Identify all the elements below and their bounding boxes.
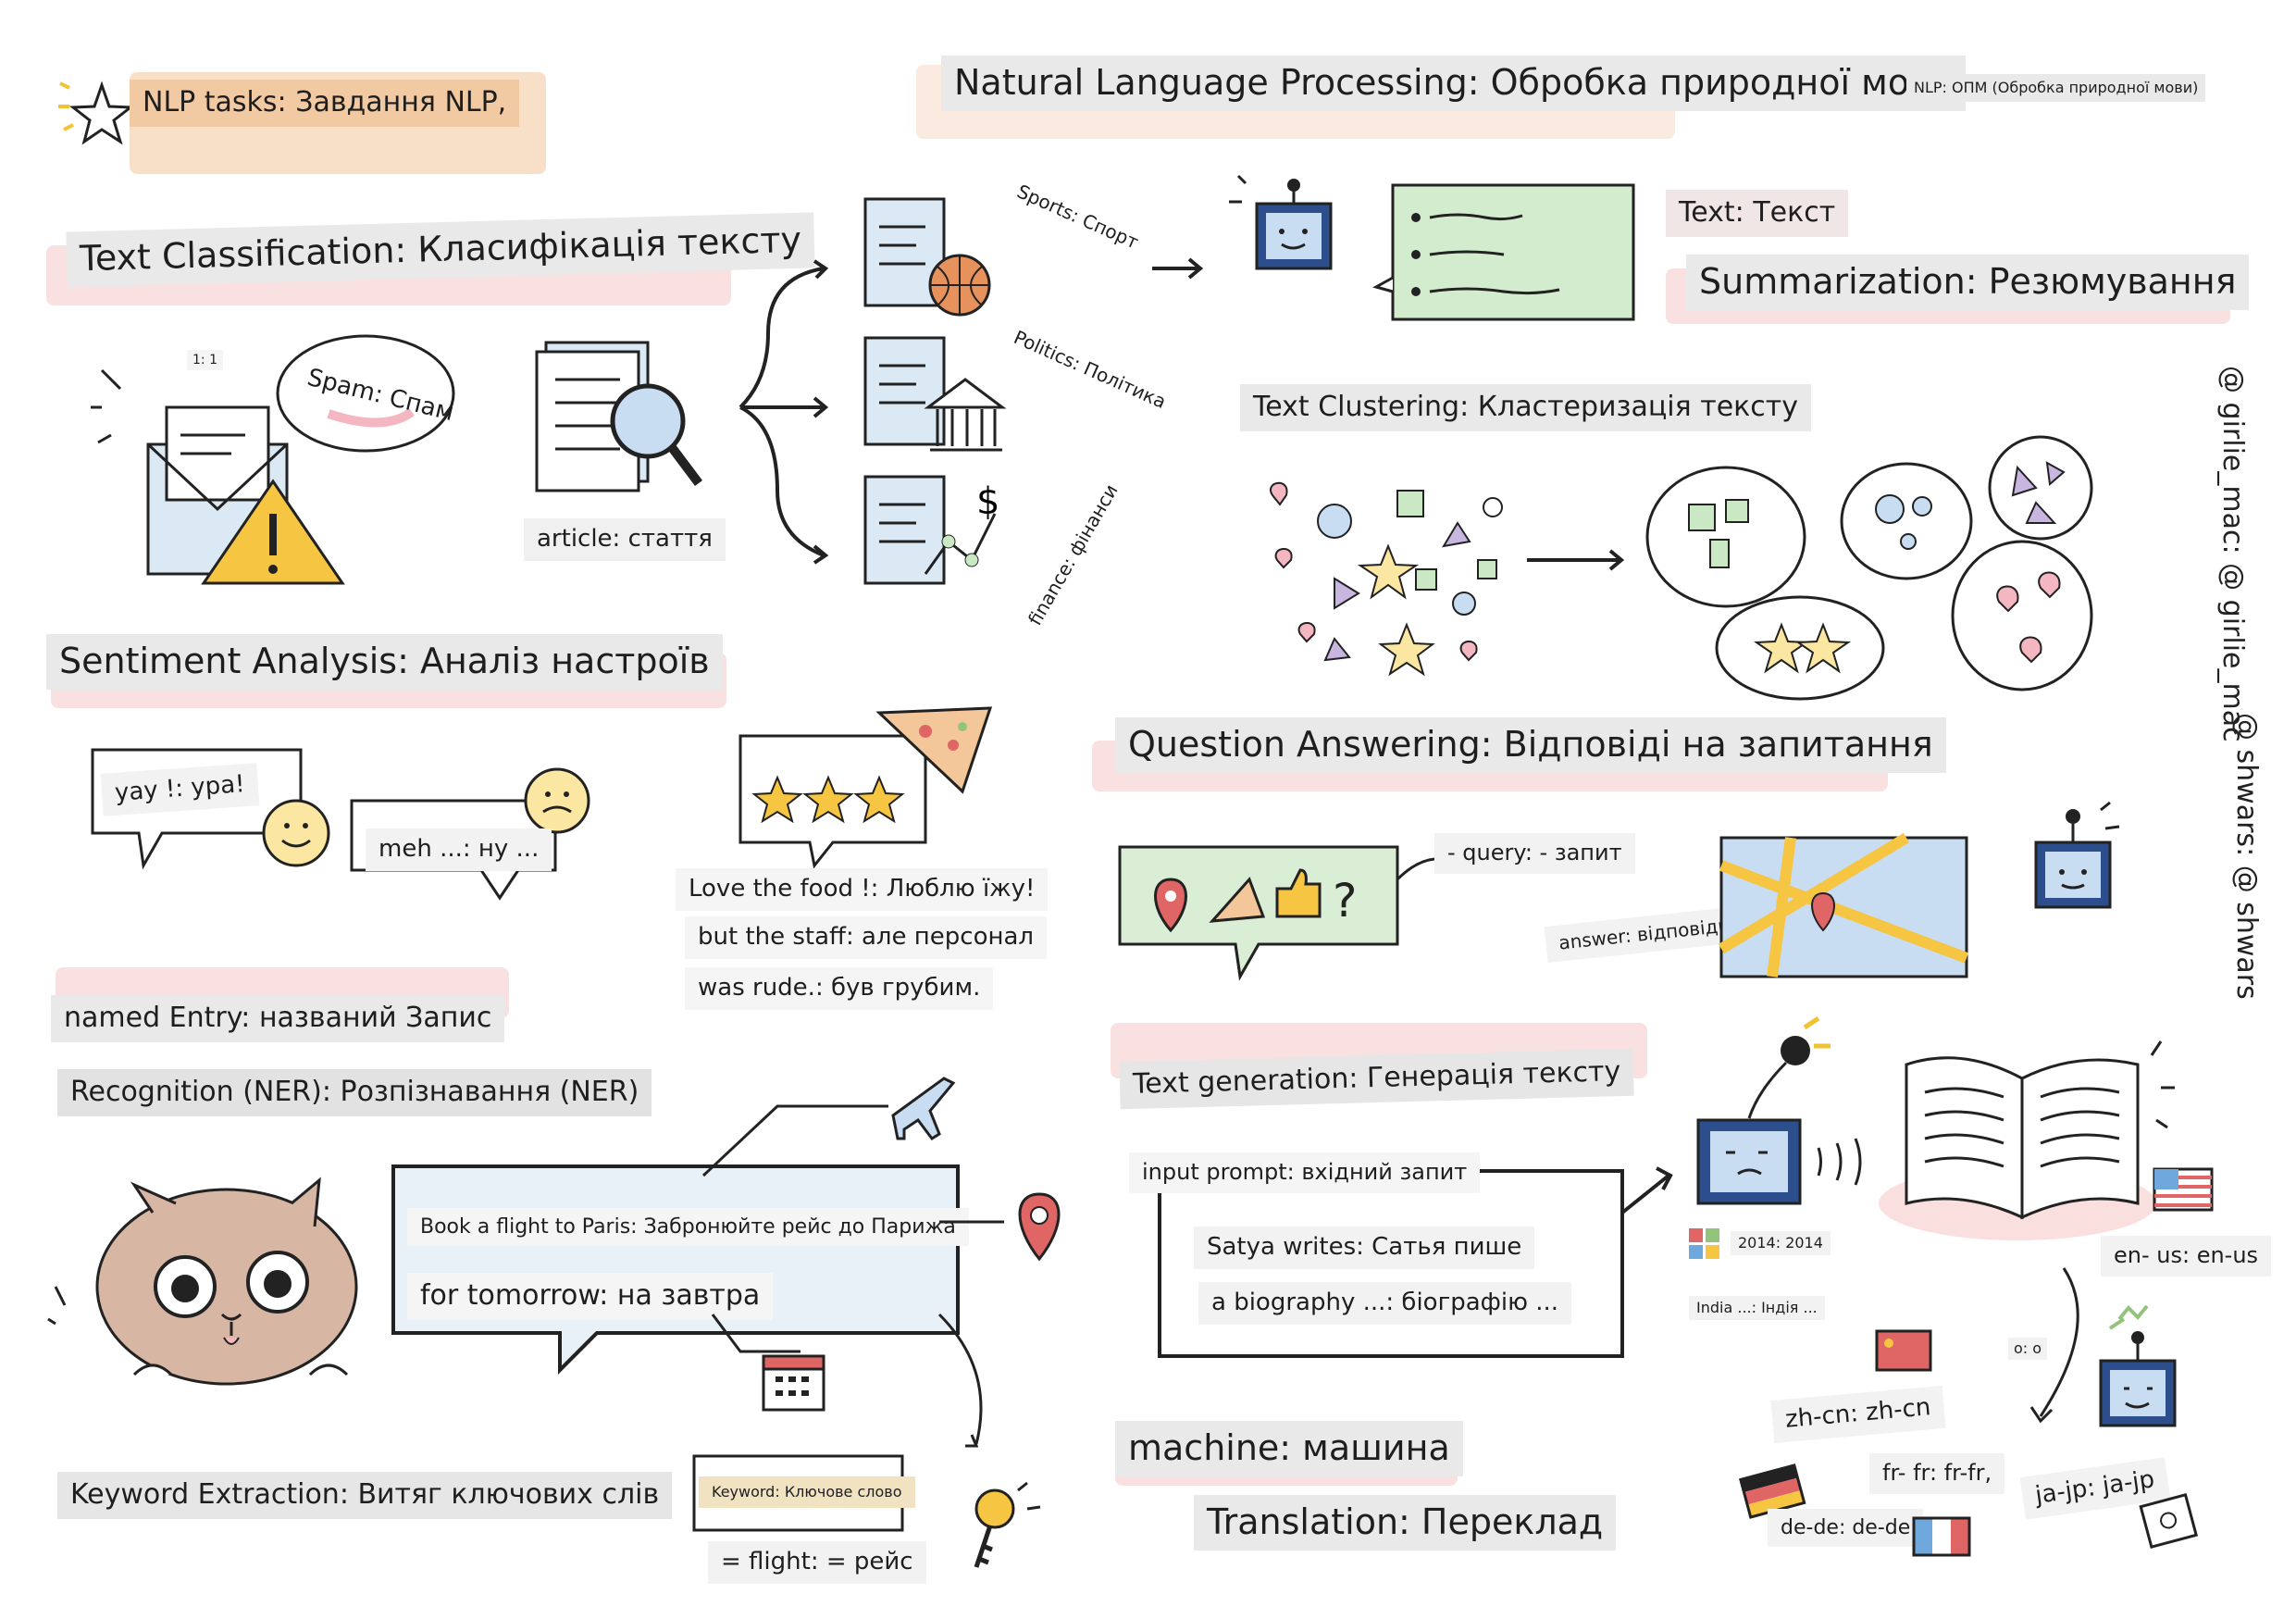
- calendar-icon: [759, 1347, 833, 1420]
- keyword-label: Keyword: Ключове слово: [699, 1476, 915, 1509]
- ner-title-line1: named Entry: названий Запис: [51, 995, 505, 1042]
- airplane-icon: [884, 1065, 958, 1142]
- fr-fr-label: fr- fr: fr-fr,: [1869, 1453, 2005, 1494]
- key-icon: [962, 1481, 1046, 1587]
- de-de-label: de-de: de-de: [1768, 1509, 1924, 1548]
- ner-connectors: [701, 1065, 1018, 1476]
- location-pin-icon: [1013, 1189, 1069, 1267]
- ner-title-line2: Recognition (NER): Розпізнавання (NER): [57, 1069, 652, 1116]
- generation-robot: [1684, 1015, 1906, 1226]
- qa-title: Question Answering: Відповіді на запитан…: [1115, 717, 1946, 773]
- tasks-title: NLP tasks: Завдання NLP,: [130, 80, 520, 127]
- review-line1: Love the food !: Люблю їжу!: [676, 868, 1049, 911]
- germany-flag-icon: [1739, 1463, 1806, 1522]
- spam-speech-bubble: [273, 329, 458, 462]
- india-label: India ...: Індія ...: [1689, 1296, 1825, 1321]
- zh-cn-label: zh-cn: zh-cn: [1770, 1385, 1946, 1443]
- credit-shwars: @ shwars: @ shwars: [2230, 713, 2263, 1000]
- article-label: article: стаття: [524, 518, 726, 561]
- query-label: - query: - запит: [1434, 833, 1635, 874]
- summarization-robot: [1148, 174, 1703, 337]
- generation-line1: Satya writes: Сатья пише: [1194, 1227, 1535, 1269]
- query-bubble: ?: [1115, 833, 1485, 985]
- translation-robot: [1971, 1259, 2193, 1513]
- sports-label: Sports: Спорт: [1013, 180, 1142, 254]
- review-line3: was rude.: був грубим.: [685, 967, 994, 1010]
- credit-girlie-mac: @ girlie_mac: @ girlie_mac: [2216, 366, 2249, 742]
- map-icon: [1717, 828, 1976, 990]
- year-label: 2014: 2014: [1731, 1231, 1831, 1256]
- keyword-title: Keyword Extraction: Витяг ключових слів: [57, 1472, 673, 1519]
- sentiment-title: Sentiment Analysis: Аналіз настроїв: [46, 634, 723, 690]
- robot-face-label: o: o: [2008, 1338, 2048, 1361]
- summarization-title: Summarization: Резюмування: [1686, 255, 2250, 310]
- svg-text:$: $: [976, 480, 999, 523]
- en-us-label: en- us: en-us: [2101, 1236, 2272, 1277]
- france-flag-icon: [1911, 1513, 1971, 1563]
- svg-text:?: ?: [1333, 874, 1358, 928]
- review-line2: but the staff: але персонал: [685, 916, 1048, 959]
- qa-robot: [2027, 796, 2138, 929]
- summary-text-label: Text: Текст: [1666, 190, 1849, 237]
- main-title: Natural Language Processing: Обробка при…: [941, 56, 1967, 111]
- rating-bubble: [736, 706, 1004, 869]
- sports-document-icon: [856, 194, 991, 328]
- open-book-icon: [1879, 1037, 2175, 1244]
- japan-flag-icon: [2138, 1490, 2203, 1554]
- classification-arrows: [731, 250, 851, 587]
- china-flag-icon: [1874, 1328, 1934, 1378]
- spam-envelope-icon: [74, 333, 370, 596]
- star-icon: [51, 65, 135, 152]
- prompt-label: input prompt: вхідний запит: [1129, 1152, 1481, 1193]
- ner-sentence1: Book a flight to Paris: Забронюйте рейс …: [407, 1208, 969, 1247]
- finance-label: finance: фінанси: [1024, 479, 1123, 629]
- windows-logo-icon: [1670, 1217, 1735, 1277]
- article-magnifier-icon: [527, 333, 713, 504]
- translation-title-line1: machine: машина: [1115, 1421, 1463, 1476]
- finance-document-icon: $: [856, 472, 999, 605]
- flight-label: = flight: = рейс: [708, 1541, 926, 1584]
- generation-line2: a biography ...: біографію ...: [1198, 1282, 1572, 1325]
- nlp-abbrev: NLP: ОПМ (Обробка природної мови): [1906, 74, 2206, 103]
- us-flag-icon: [2152, 1166, 2216, 1221]
- cat-illustration: [47, 1176, 384, 1401]
- meh-label: meh ...: ну ...: [366, 828, 552, 871]
- ner-sentence2: for tomorrow: на завтра: [407, 1273, 774, 1320]
- politics-document-icon: [856, 333, 1007, 467]
- translation-title-line2: Translation: Переклад: [1194, 1495, 1617, 1551]
- clustering-shapes: [1259, 430, 2093, 703]
- clustering-title: Text Clustering: Кластеризація тексту: [1240, 384, 1811, 431]
- answer-label: answer: відповідь: [1544, 906, 1744, 963]
- ratio-label: 1: 1: [187, 350, 223, 371]
